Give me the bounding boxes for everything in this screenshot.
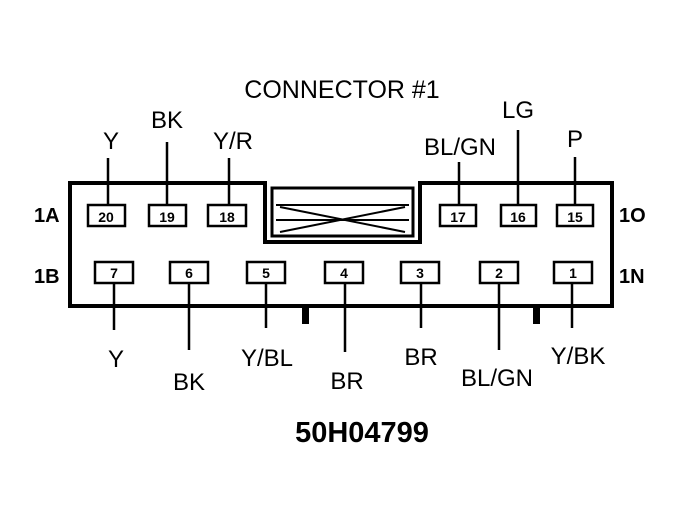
wire-color-label: Y bbox=[103, 128, 119, 155]
bottom-pin-7: 7 Y bbox=[93, 260, 135, 373]
top-pin-15: 15 P bbox=[555, 126, 595, 228]
wire-color-label: BR bbox=[404, 344, 437, 371]
pin-number: 3 bbox=[416, 265, 424, 281]
figure-code: 50H04799 bbox=[295, 417, 429, 449]
bottom-pin-3: 3 BR bbox=[399, 260, 441, 371]
locating-tab-left bbox=[302, 306, 309, 324]
bottom-pin-1: 1 Y/BK bbox=[551, 260, 606, 370]
pin-number: 18 bbox=[219, 209, 235, 225]
pin-number: 5 bbox=[262, 265, 270, 281]
pin-number: 15 bbox=[567, 209, 583, 225]
top-pin-20: 20 Y bbox=[86, 128, 127, 228]
bottom-pin-5: 5 Y/BL bbox=[241, 260, 293, 372]
pin-number: 6 bbox=[185, 265, 193, 281]
wire-color-label: Y/R bbox=[213, 128, 253, 155]
row-label-1a: 1A bbox=[34, 205, 60, 227]
pin-number: 19 bbox=[159, 209, 175, 225]
wire-color-label: LG bbox=[502, 97, 534, 124]
wire-color-label: BL/GN bbox=[424, 134, 496, 161]
wire-color-label: BK bbox=[151, 107, 183, 134]
pin-number: 20 bbox=[98, 209, 114, 225]
wire-color-label: P bbox=[567, 126, 583, 153]
pin-number: 4 bbox=[340, 265, 348, 281]
wire-color-label: Y/BK bbox=[551, 343, 606, 370]
wire-color-label: BL/GN bbox=[461, 365, 533, 392]
center-key bbox=[270, 186, 415, 238]
wire-color-label: Y bbox=[108, 346, 124, 373]
bottom-pin-4: 4 BR bbox=[323, 260, 365, 395]
bottom-pin-6: 6 BK bbox=[168, 260, 210, 396]
wire-color-label: BR bbox=[330, 368, 363, 395]
row-label-1o: 1O bbox=[619, 205, 646, 227]
pin-number: 2 bbox=[495, 265, 503, 281]
row-label-1n: 1N bbox=[619, 266, 645, 288]
wire-color-label: BK bbox=[173, 369, 205, 396]
bottom-pin-2: 2 BL/GN bbox=[461, 260, 533, 392]
top-pin-16: 16 LG bbox=[499, 97, 538, 228]
top-pin-17: 17 BL/GN bbox=[424, 134, 496, 228]
pin-number: 16 bbox=[510, 209, 526, 225]
pin-number: 1 bbox=[569, 265, 577, 281]
connector-body bbox=[68, 181, 614, 308]
top-pin-19: 19 BK bbox=[147, 107, 188, 228]
row-label-1b: 1B bbox=[34, 266, 60, 288]
pin-number: 7 bbox=[110, 265, 118, 281]
locating-tab-right bbox=[533, 306, 540, 324]
top-pin-18: 18 Y/R bbox=[206, 128, 253, 228]
pin-number: 17 bbox=[450, 209, 466, 225]
wire-color-label: Y/BL bbox=[241, 345, 293, 372]
connector-title: CONNECTOR #1 bbox=[244, 76, 439, 104]
